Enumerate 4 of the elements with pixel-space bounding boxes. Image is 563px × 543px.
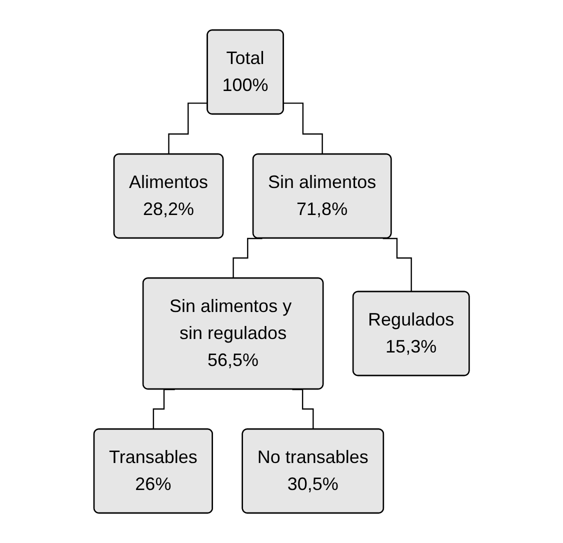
connector <box>284 102 324 156</box>
connector <box>168 102 208 156</box>
connector <box>232 238 262 280</box>
connector <box>382 238 412 293</box>
